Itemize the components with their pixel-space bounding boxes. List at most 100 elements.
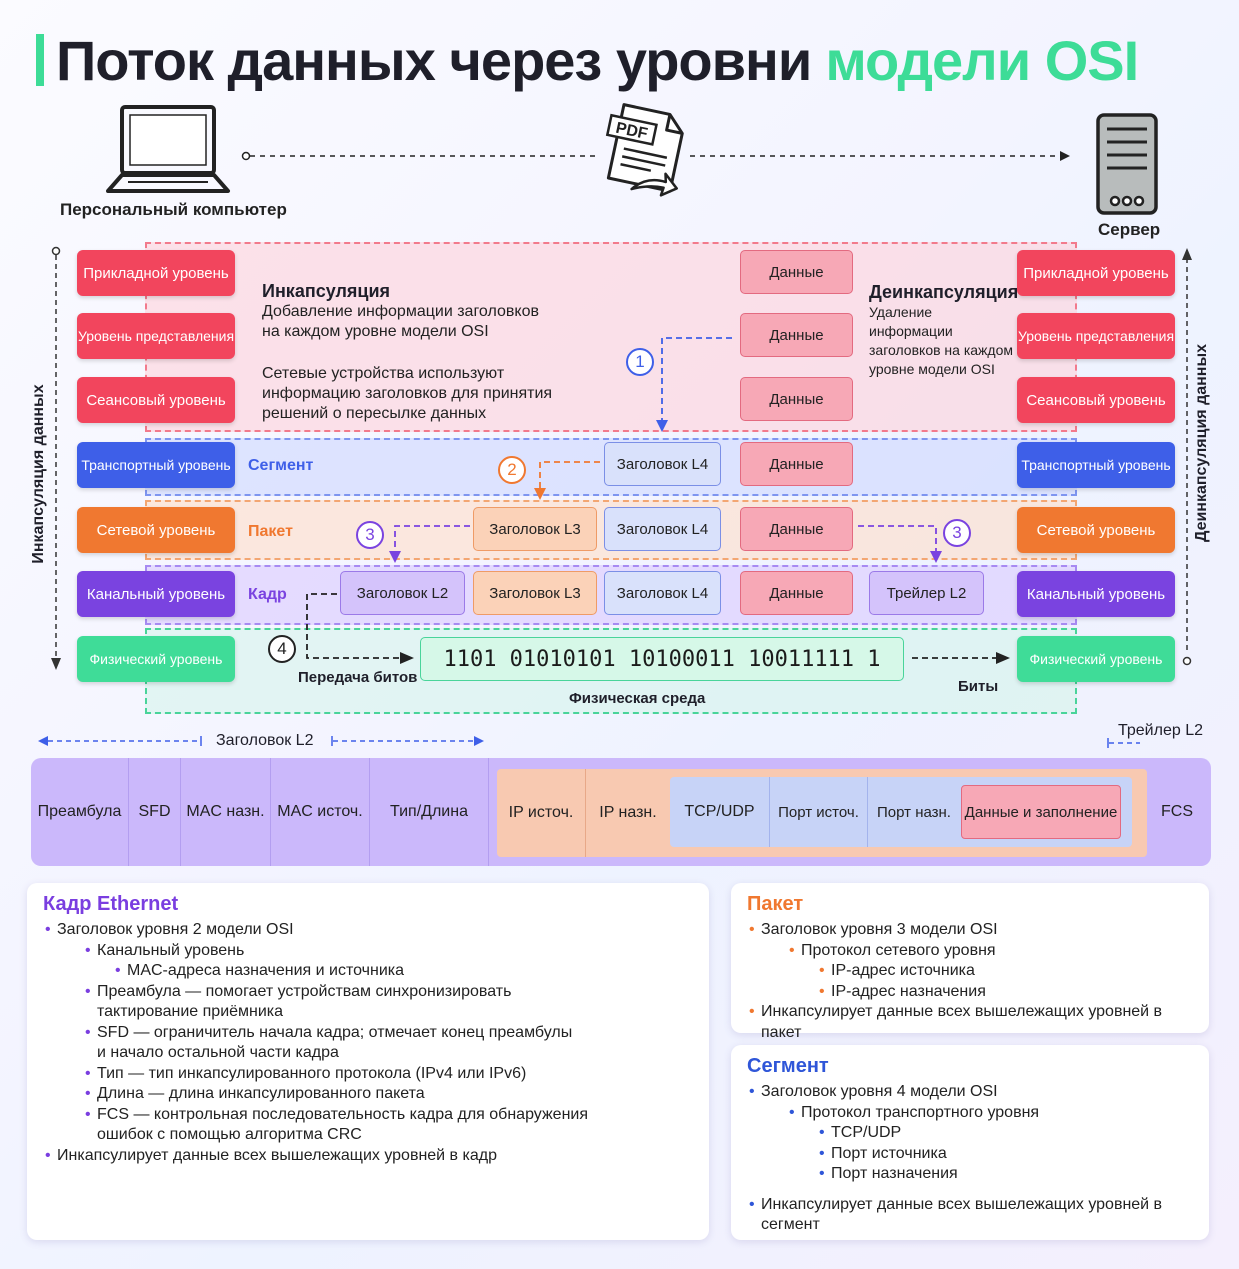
left-layer-physical: Физический уровень [77,636,235,682]
data-block-session: Данные [740,377,853,421]
packet-card: Пакет Заголовок уровня 3 модели OSI Прот… [731,883,1209,1041]
decapsulation-description: Деинкапсуляция Удаление информации загол… [869,282,1019,379]
ethernet-frame-card: Кадр Ethernet Заголовок уровня 2 модели … [27,883,709,1240]
list-item-continuation: и начало остальной части кадра [97,1043,693,1064]
bits-label: Биты [958,678,999,695]
step-2-badge: 2 [498,456,526,484]
step-3-badge-right: 3 [943,519,971,547]
segment-card: Сегмент Заголовок уровня 4 модели OSI Пр… [731,1045,1209,1240]
left-layer-network: Сетевой уровень [77,507,235,553]
step-arrows [306,337,1010,664]
frame-field-preamble: Преамбула [31,758,129,866]
list-item-continuation: тактирование приёмника [97,1002,693,1023]
frame-payload: Данные и заполнение [961,785,1121,839]
list-item: Протокол транспортного уровня [789,1103,1193,1124]
right-layer-network: Сетевой уровень [1017,507,1175,553]
list-item: SFD — ограничитель начала кадра; отмечае… [85,1023,693,1044]
list-item: Порт источника [819,1144,1193,1165]
packet-field-src-ip: IP источ. [497,769,586,857]
step-4-badge: 4 [268,635,296,663]
right-layer-presentation: Уровень представления [1017,313,1175,359]
segment-card-title: Сегмент [747,1055,829,1077]
list-item: MAC-адреса назначения и источника [115,961,693,982]
segment-field-dst-port: Порт назн. [877,803,951,821]
continuation-text: ошибок с помощью алгоритма CRC [97,1126,362,1143]
decapsulation-line: уровне модели OSI [869,361,995,377]
decapsulation-title: Деинкапсуляция [869,282,1019,302]
encapsulation-title: Инкапсуляция [262,281,391,301]
l3-header-network: Заголовок L3 [473,507,597,551]
step-3-badge: 3 [356,521,384,549]
packet-field-dst-ip: IP назн. [599,804,657,821]
list-item: Длина — длина инкапсулированного пакета [85,1084,693,1105]
decapsulation-line: заголовков на каждом [869,342,1013,358]
frame-field-dst-mac: MAC назн. [181,758,271,866]
pc-label: Персональный компьютер [60,200,287,219]
decapsulation-arrow [1182,248,1192,666]
l4-header-network: Заголовок L4 [604,507,721,551]
continuation-text: и начало остальной части кадра [97,1044,339,1061]
right-layer-datalink: Канальный уровень [1017,571,1175,617]
pdf-file-icon: PDF [605,103,684,197]
server-icon [1096,113,1158,215]
frame-trailer-label: Трейлер L2 [1118,722,1203,739]
device-flow: PDF [106,103,1158,215]
right-layer-physical: Физический уровень [1017,636,1175,682]
decapsulation-line: Удаление информации [869,304,953,339]
physical-medium-label: Физическая среда [569,690,706,707]
left-layer-transport: Транспортный уровень [77,442,235,488]
title-main: Поток данных через уровни [56,28,812,92]
list-item: Инкапсулирует данные всех вышележащих ур… [45,1146,693,1167]
frame-field-sfd: SFD [129,758,181,866]
frame-field-src-mac: MAC источ. [271,758,370,866]
l2-header-datalink: Заголовок L2 [340,571,465,615]
list-item: Протокол сетевого уровня [789,941,1193,962]
encapsulation-line: информацию заголовков для принятия [262,385,553,402]
encapsulation-line: решений о пересылке данных [262,405,487,422]
list-item: IP-адрес источника [819,961,1193,982]
page-title: Поток данных через уровни модели OSI [36,28,1139,92]
list-item-continuation: ошибок с помощью алгоритма CRC [97,1125,693,1146]
segment-field-protocol: TCP/UDP [670,777,770,847]
list-item: Порт назначения [819,1164,1193,1185]
svg-text:PDF: PDF [614,120,649,143]
packet-label: Пакет [248,523,293,540]
left-layer-application: Прикладной уровень [77,250,235,296]
list-item: Заголовок уровня 2 модели OSI [45,920,693,941]
list-item: Преамбула — помогает устройствам синхрон… [85,982,693,1003]
frame-span-arrows [38,736,1140,748]
left-layer-datalink: Канальный уровень [77,571,235,617]
ethernet-card-title: Кадр Ethernet [43,893,179,915]
encapsulation-line: Сетевые устройства используют [262,365,505,382]
list-item: Канальный уровень [85,941,693,962]
frame-field-fcs: FCS [1161,803,1193,820]
left-layer-presentation: Уровень представления [77,313,235,359]
laptop-icon [106,105,230,193]
data-block-network: Данные [740,507,853,551]
list-item: Заголовок уровня 3 модели OSI [749,920,1193,941]
encapsulation-line: Добавление информации заголовков [262,303,539,320]
list-item: Инкапсулирует данные всех вышележащих ур… [749,1002,1193,1043]
packet-card-list: Заголовок уровня 3 модели OSI Протокол с… [747,920,1193,1043]
encapsulation-description: Инкапсуляция Добавление информации загол… [262,281,582,424]
left-layer-session: Сеансовый уровень [77,377,235,423]
list-item: TCP/UDP [819,1123,1193,1144]
upper-layers-zone [145,242,1077,432]
continuation-text: тактирование приёмника [97,1003,284,1020]
frame-field-type-length: Тип/Длина [370,758,489,866]
l3-header-datalink: Заголовок L3 [473,571,597,615]
right-layer-session: Сеансовый уровень [1017,377,1175,423]
step-1-badge: 1 [626,348,654,376]
l4-header-transport: Заголовок L4 [604,442,721,486]
list-item: Тип — тип инкапсулированного протокола (… [85,1064,693,1085]
ethernet-card-list: Заголовок уровня 2 модели OSI Канальный … [43,920,693,1166]
list-item: FCS — контрольная последовательность кад… [85,1105,693,1126]
title-accent-bar [36,34,44,86]
encapsulation-line: на каждом уровне модели OSI [262,323,489,340]
segment-card-list: Заголовок уровня 4 модели OSI Протокол т… [747,1082,1193,1236]
frame-header-label: Заголовок L2 [216,732,314,749]
encapsulation-arrow [51,246,61,670]
segment-label: Сегмент [248,457,314,474]
l4-header-datalink: Заголовок L4 [604,571,721,615]
list-item: IP-адрес назначения [819,982,1193,1003]
